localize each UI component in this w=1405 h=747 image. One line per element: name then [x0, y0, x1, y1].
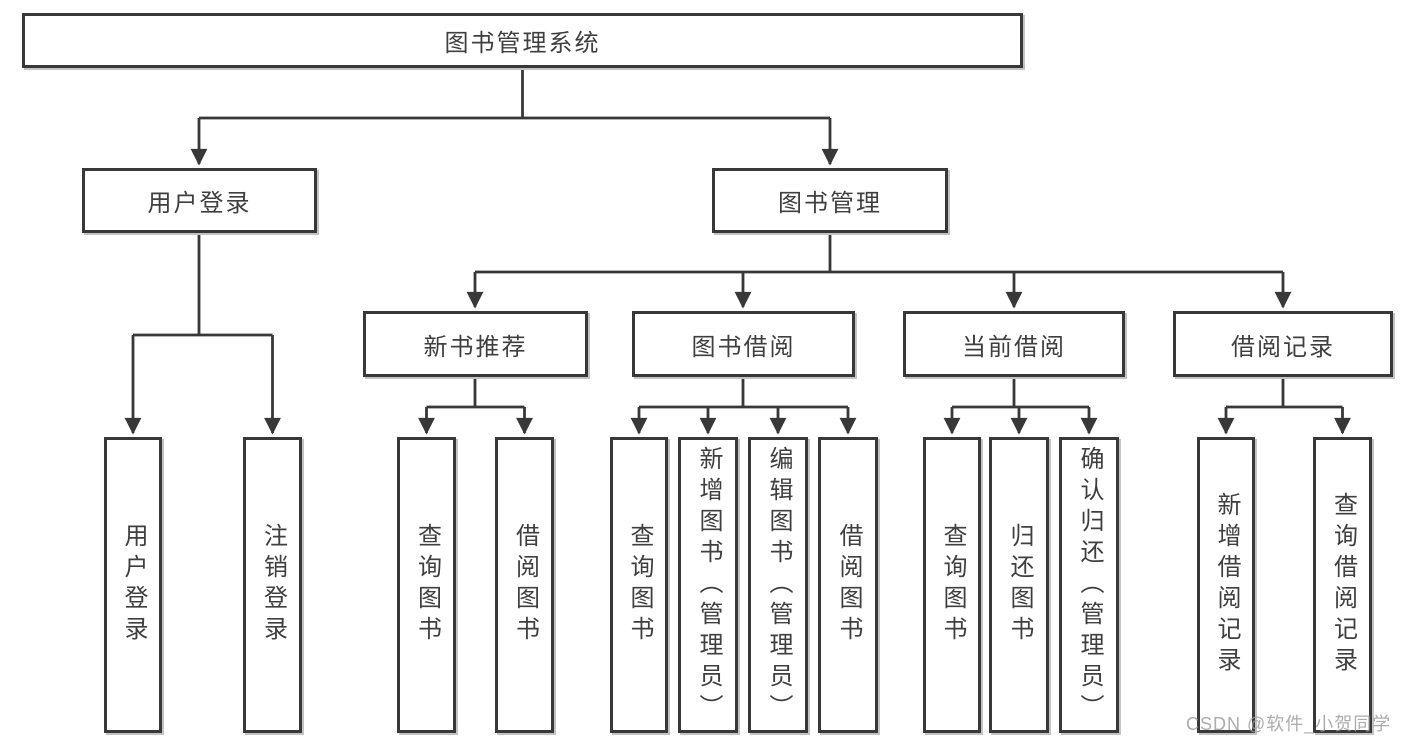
node-borrowing-records: 借阅记录 [1173, 311, 1393, 377]
leaf-nb-query-books: 查询图书 [397, 437, 456, 733]
leaf-cb-query-books: 查询图书 [923, 437, 981, 733]
node-user-login: 用户登录 [82, 168, 317, 233]
leaf-br-add-record: 新增借阅记录 [1197, 437, 1255, 733]
leaf-cb-query-books-label: 查询图书 [939, 523, 966, 647]
leaf-cb-return-books: 归还图书 [989, 437, 1049, 733]
leaf-br-query-record-label: 查询借阅记录 [1329, 492, 1357, 678]
node-book-borrowing-label: 图书借阅 [691, 333, 796, 361]
leaf-bb-borrow-books-label: 借阅图书 [835, 523, 862, 647]
leaf-bb-add-books-admin-label: 新增图书（管理员） [695, 445, 722, 725]
node-borrowing-records-label: 借阅记录 [1231, 333, 1335, 361]
leaf-bb-edit-books-admin: 编辑图书（管理员） [748, 437, 808, 733]
leaf-bb-add-books-admin: 新增图书（管理员） [678, 437, 738, 733]
csdn-watermark: CSDN @软件_小贺同学 [1186, 714, 1392, 734]
leaf-user-login: 用户登录 [104, 437, 162, 733]
node-current-borrowing: 当前借阅 [903, 311, 1125, 377]
arrowheads [124, 118, 1351, 435]
node-user-login-label: 用户登录 [147, 190, 252, 217]
leaf-bb-query-books: 查询图书 [610, 437, 668, 733]
node-root: 图书管理系统 [22, 13, 1023, 68]
node-book-management-label: 图书管理 [778, 190, 882, 217]
leaf-logout: 注销登录 [243, 437, 302, 733]
leaf-nb-borrow-books-label: 借阅图书 [511, 523, 539, 647]
leaf-cb-confirm-return-admin-label: 确认归还（管理员） [1076, 445, 1103, 725]
leaf-bb-borrow-books: 借阅图书 [818, 437, 878, 733]
leaf-logout-label: 注销登录 [259, 523, 287, 647]
node-book-management: 图书管理 [712, 168, 948, 233]
leaf-nb-query-books-label: 查询图书 [413, 523, 441, 647]
leaf-br-query-record: 查询借阅记录 [1313, 437, 1372, 733]
leaf-user-login-label: 用户登录 [120, 523, 147, 647]
node-current-borrowing-label: 当前借阅 [962, 333, 1066, 361]
node-new-book-recommend-label: 新书推荐 [423, 333, 528, 361]
leaf-bb-edit-books-admin-label: 编辑图书（管理员） [765, 445, 792, 725]
tree-edges [133, 68, 1343, 409]
leaf-cb-confirm-return-admin: 确认归还（管理员） [1059, 437, 1119, 733]
node-new-book-recommend: 新书推荐 [363, 311, 588, 377]
leaf-br-add-record-label: 新增借阅记录 [1213, 492, 1240, 678]
node-root-label: 图书管理系统 [444, 30, 601, 57]
leaf-bb-query-books-label: 查询图书 [626, 523, 653, 647]
node-book-borrowing: 图书借阅 [632, 311, 855, 377]
leaf-cb-return-books-label: 归还图书 [1006, 523, 1033, 647]
leaf-nb-borrow-books: 借阅图书 [495, 437, 554, 733]
